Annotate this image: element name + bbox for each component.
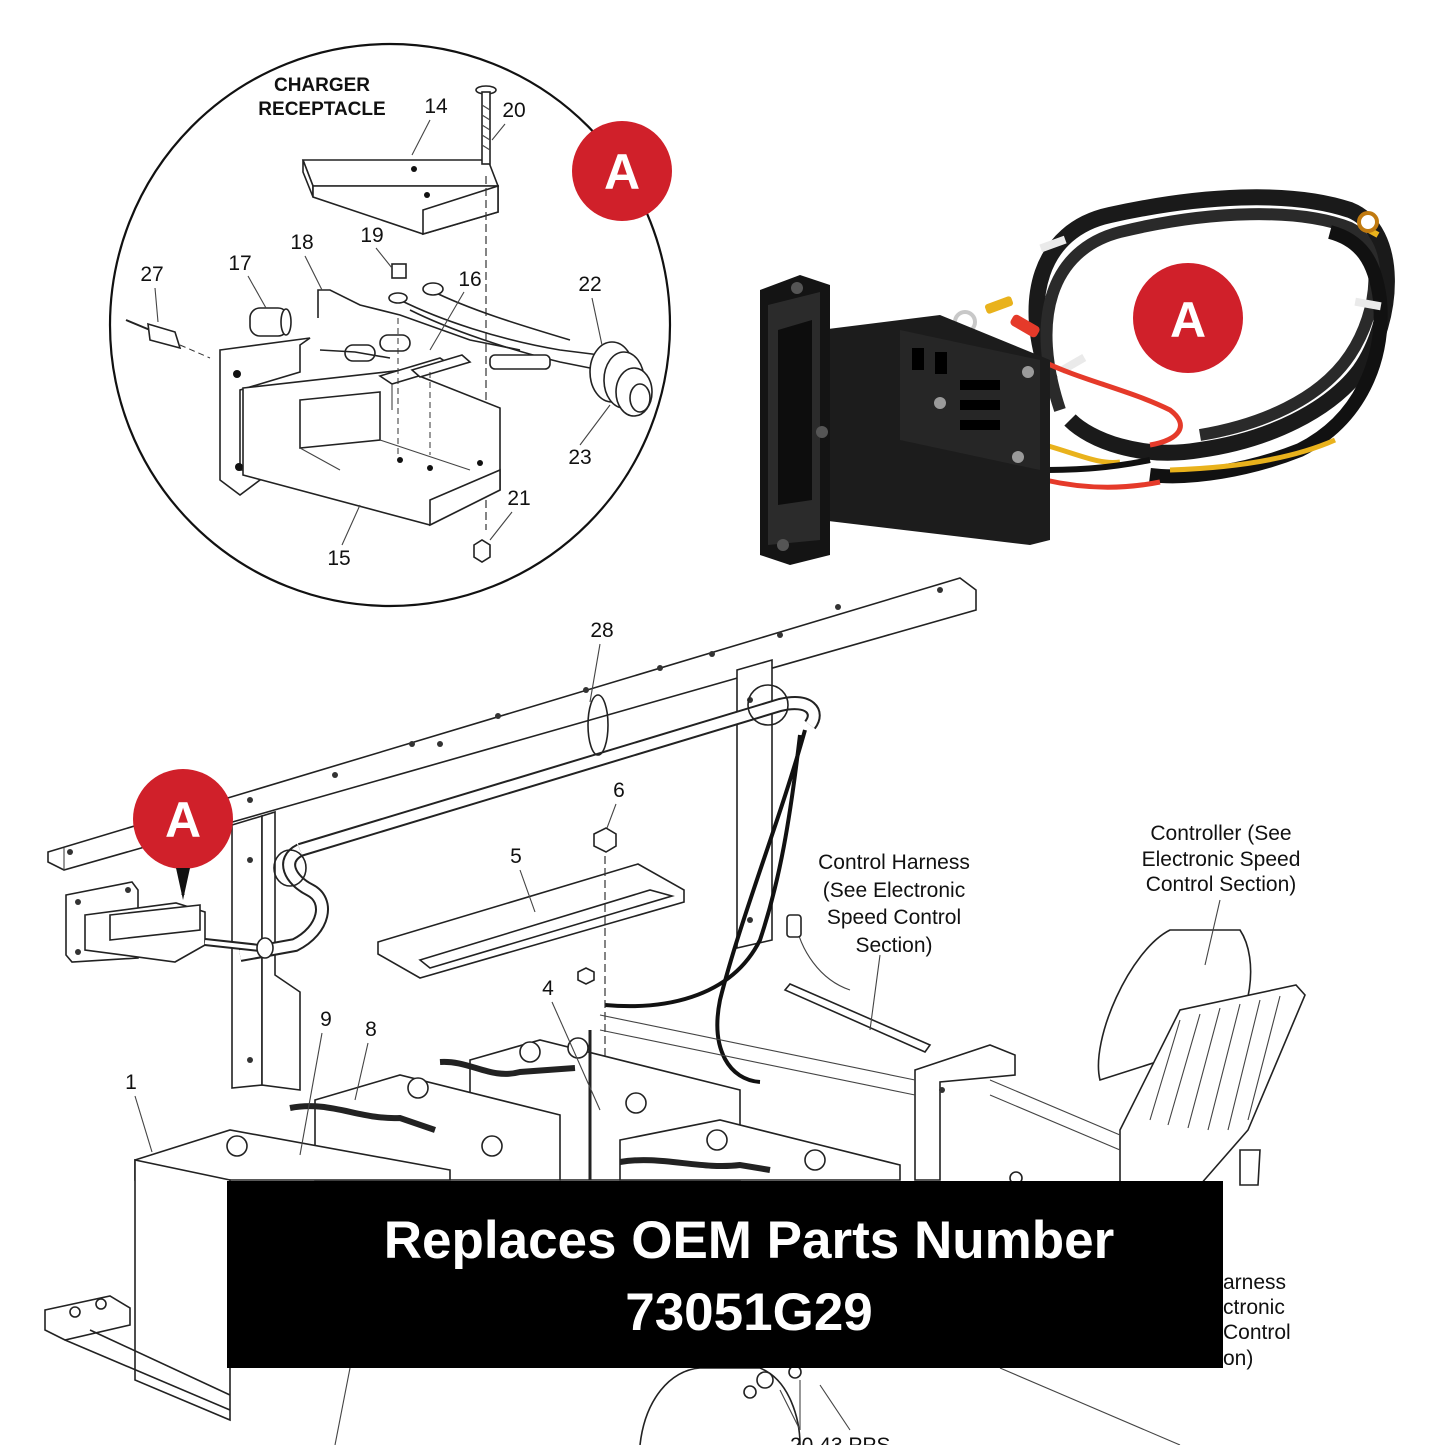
callout-8: 8: [365, 1018, 377, 1041]
detail-circle: CHARGER RECEPTACLE: [108, 42, 672, 608]
control-harness-note: Control Harness (See Electronic Speed Co…: [818, 851, 970, 957]
callout-23: 23: [568, 446, 591, 469]
wire-18: [317, 289, 521, 359]
crossmember: [599, 899, 1221, 1181]
main-diagram: 28 6 5 9 8 4 1 Control Harness (See Elec…: [44, 577, 1306, 1445]
receptacle-cover: [301, 159, 500, 236]
badge-a-photo: A: [1133, 263, 1243, 373]
product-photo: [760, 189, 1395, 565]
callout-20: 20: [502, 99, 525, 122]
cable-bundle: [399, 282, 601, 371]
screw-19: [388, 263, 408, 304]
control-harness-line2: (See Electronic: [823, 879, 965, 902]
badge-a-detail: A: [572, 121, 672, 221]
bushing-17: [249, 307, 292, 337]
bottom-partial-label: 20 43 PPS: [790, 1434, 890, 1445]
controller-line2: Electronic Speed: [1142, 848, 1301, 871]
cut-note-line1: arness: [1223, 1271, 1286, 1294]
control-harness-line4: Section): [855, 934, 932, 957]
cut-note-line3: Control: [1223, 1321, 1291, 1344]
callout-15: 15: [327, 547, 350, 570]
callout-19: 19: [360, 224, 383, 247]
banner-line2: 73051G29: [625, 1283, 873, 1342]
controller-note: Controller (See Electronic Speed Control…: [1142, 822, 1301, 896]
callout-18: 18: [290, 231, 313, 254]
ring-terminal: [1357, 211, 1379, 233]
wire-yellow: [1169, 437, 1337, 473]
control-harness-line3: Speed Control: [827, 906, 961, 929]
pin-27: [125, 319, 211, 359]
detail-leaders: [154, 119, 611, 546]
receptacle-small: [65, 881, 274, 963]
harness-loop: [1028, 189, 1395, 461]
wire-red: [1038, 357, 1183, 448]
controller-line1: Controller (See: [1150, 822, 1291, 845]
detail-heading-line2: RECEPTACLE: [258, 99, 385, 120]
banner-line1: Replaces OEM Parts Number: [383, 1211, 1115, 1270]
lower-frame: [44, 1171, 1181, 1445]
badge-a-diagram: A: [133, 769, 233, 900]
batteries: [134, 967, 901, 1422]
main-leaders: [134, 643, 617, 1156]
callout-17: 17: [228, 252, 251, 275]
callout-9: 9: [320, 1008, 332, 1031]
callout-16: 16: [458, 268, 481, 291]
main-cable: [238, 684, 851, 1084]
badge-a-photo-letter: A: [1170, 292, 1206, 348]
controller-line3: Control Section): [1146, 873, 1297, 896]
callout-6: 6: [613, 779, 625, 802]
callout-27: 27: [140, 263, 163, 286]
nut-21: [473, 539, 491, 563]
callout-1: 1: [125, 1071, 137, 1094]
detail-heading-line1: CHARGER: [274, 75, 370, 96]
badge-a-detail-letter: A: [604, 144, 640, 200]
callout-28: 28: [590, 619, 613, 642]
cut-note-line4: on): [1223, 1347, 1253, 1370]
callout-5: 5: [510, 845, 522, 868]
cut-note-line2: ctronic: [1223, 1296, 1285, 1319]
oem-replacement-banner: Replaces OEM Parts Number 73051G29: [227, 1181, 1223, 1368]
callout-21: 21: [507, 487, 530, 510]
control-harness-line1: Control Harness: [818, 851, 970, 874]
controller: [1097, 929, 1306, 1186]
callout-4: 4: [542, 977, 554, 1000]
callout-14: 14: [424, 95, 448, 118]
grommet-23: [589, 341, 653, 417]
badge-a-diagram-letter: A: [165, 792, 201, 848]
cut-off-note: arness ctronic Control on): [1223, 1271, 1291, 1370]
callout-22: 22: [578, 273, 601, 296]
nut-6: [593, 827, 617, 853]
